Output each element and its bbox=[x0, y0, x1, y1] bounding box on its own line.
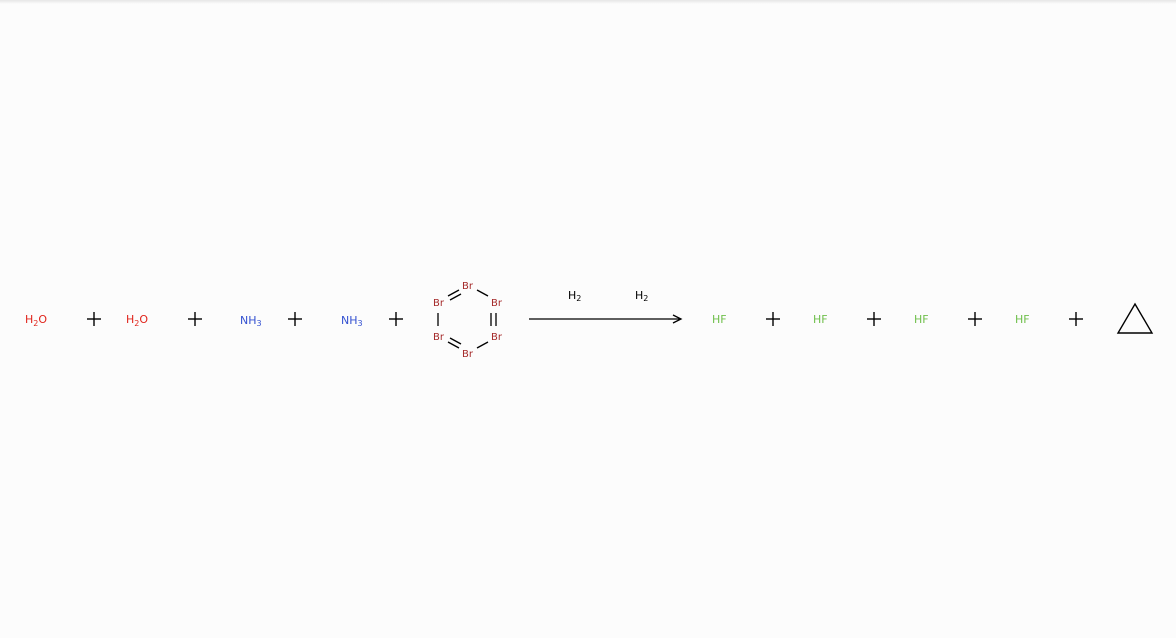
plus-sign bbox=[1069, 312, 1083, 326]
product-hydrogen-fluoride-1: HF bbox=[712, 313, 727, 326]
plus-sign bbox=[766, 312, 780, 326]
bromine-atom: Br bbox=[491, 332, 503, 343]
plus-sign bbox=[87, 312, 101, 326]
product-hydrogen-fluoride-4: HF bbox=[1015, 313, 1030, 326]
triangle-icon bbox=[1116, 302, 1154, 334]
plus-sign bbox=[389, 312, 403, 326]
bromine-atom: Br bbox=[433, 298, 445, 309]
reactant-water-2: H2O bbox=[126, 313, 148, 328]
bromine-atom: Br bbox=[462, 349, 474, 360]
bromine-atom: Br bbox=[462, 281, 474, 292]
bromine-atom: Br bbox=[433, 332, 445, 343]
top-edge-shadow bbox=[0, 0, 1176, 4]
plus-sign bbox=[867, 312, 881, 326]
hexabromobenzene: Br Br Br Br Br Br bbox=[433, 281, 503, 360]
bromine-atom: Br bbox=[491, 298, 503, 309]
product-hydrogen-fluoride-2: HF bbox=[813, 313, 828, 326]
reactant-ammonia-1: NH3 bbox=[240, 314, 262, 328]
plus-sign bbox=[968, 312, 982, 326]
condition-hydrogen-2: H2 bbox=[635, 289, 648, 303]
reactant-ammonia-2: NH3 bbox=[341, 314, 363, 328]
plus-sign bbox=[188, 312, 202, 326]
reactant-water-1: H2O bbox=[25, 313, 47, 328]
plus-sign bbox=[288, 312, 302, 326]
reaction-arrow bbox=[529, 314, 683, 324]
condition-hydrogen-1: H2 bbox=[568, 289, 581, 303]
product-hydrogen-fluoride-3: HF bbox=[914, 313, 929, 326]
